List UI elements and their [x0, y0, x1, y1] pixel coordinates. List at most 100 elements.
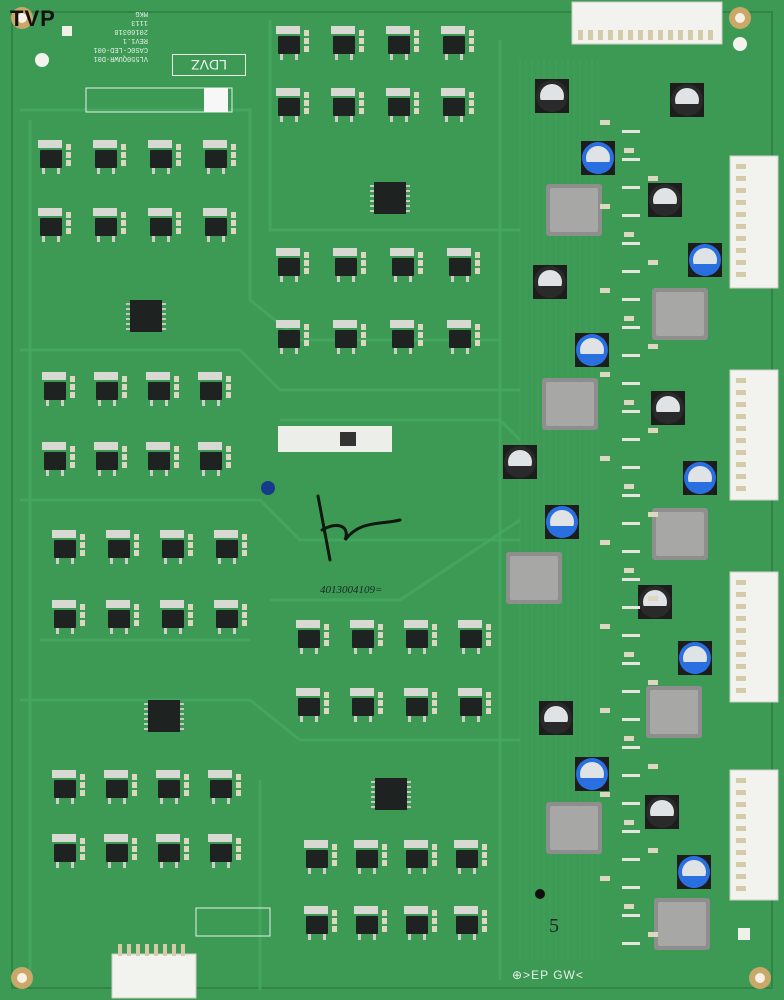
mosfet-tab: [404, 688, 428, 696]
smd-resistor: [304, 30, 309, 36]
ic-pin: [407, 781, 411, 783]
via-hole: [35, 53, 49, 67]
mosfet-tab: [106, 530, 130, 538]
mosfet-tab: [404, 620, 428, 628]
mosfet-tab: [146, 442, 170, 450]
mosfet-tab: [454, 906, 478, 914]
mosfet-tab: [304, 906, 328, 914]
mosfet-tab: [276, 248, 300, 256]
mosfet-pin: [179, 628, 182, 634]
connector-pin: [736, 236, 746, 241]
mosfet-transistor: [54, 540, 76, 558]
mosfet-transistor: [388, 36, 410, 54]
mounting-hole-center: [755, 973, 765, 983]
smd-resistor: [188, 542, 193, 548]
connector-pin: [736, 778, 746, 783]
smd-resistor: [600, 456, 610, 461]
mosfet-tab: [276, 320, 300, 328]
mosfet-transistor: [335, 258, 357, 276]
smd-resistor: [432, 640, 437, 646]
smd-resistor: [66, 160, 71, 166]
mosfet-pin: [233, 558, 236, 564]
smd-resistor: [418, 332, 423, 338]
smd-resistor: [132, 846, 137, 852]
ic-pin: [407, 801, 411, 803]
smd-resistor: [378, 700, 383, 706]
connector-pin: [736, 580, 746, 585]
mosfet-transistor: [40, 150, 62, 168]
smd-resistor: [414, 92, 419, 98]
smd-resistor: [432, 632, 437, 638]
inductor-top: [546, 382, 594, 426]
smd-capacitor: [622, 886, 640, 889]
ic-pin: [406, 190, 410, 192]
mosfet-pin: [110, 628, 113, 634]
smd-resistor: [70, 392, 75, 398]
ic-pin: [371, 806, 375, 808]
smd-resistor: [188, 620, 193, 626]
mosfet-tab: [104, 834, 128, 842]
inductor-top: [550, 188, 598, 232]
mosfet-pin: [227, 798, 230, 804]
mosfet-tab: [104, 770, 128, 778]
mosfet-transistor: [200, 382, 222, 400]
smd-resistor: [134, 620, 139, 626]
smd-resistor: [174, 376, 179, 382]
mosfet-pin: [352, 276, 355, 282]
smd-resistor: [242, 620, 247, 626]
mosfet-transistor: [406, 916, 428, 934]
mosfet-transistor: [150, 218, 172, 236]
smd-resistor: [482, 860, 487, 866]
smd-capacitor: [622, 550, 640, 553]
mosfet-tab: [52, 600, 76, 608]
mosfet-pin: [98, 400, 101, 406]
capacitor-polarity: [586, 162, 610, 174]
connector-pin: [172, 944, 176, 956]
smd-resistor: [236, 774, 241, 780]
smd-resistor: [648, 512, 658, 517]
mosfet-tab: [198, 372, 222, 380]
smd-resistor: [242, 604, 247, 610]
mosfet-tab: [198, 442, 222, 450]
side-connector: [729, 769, 779, 901]
mosfet-tab: [454, 840, 478, 848]
smd-capacitor: [622, 634, 640, 637]
ic-pin: [144, 728, 148, 730]
connector-pin: [668, 30, 673, 40]
smd-resistor: [188, 612, 193, 618]
smd-resistor: [359, 38, 364, 44]
mosfet-pin: [125, 558, 128, 564]
smd-resistor: [184, 838, 189, 844]
smd-resistor: [70, 376, 75, 382]
capacitor-polarity: [508, 466, 532, 478]
ic-pin: [370, 210, 374, 212]
mosfet-tab: [350, 620, 374, 628]
mosfet-tab: [106, 600, 130, 608]
smd-resistor: [414, 30, 419, 36]
mosfet-pin: [222, 168, 225, 174]
mosfet-pin: [71, 862, 74, 868]
connector-pin: [736, 474, 746, 479]
smd-resistor: [648, 932, 658, 937]
smd-resistor: [226, 462, 231, 468]
smd-resistor: [469, 46, 474, 52]
connector-pin: [688, 30, 693, 40]
connector-pin: [736, 414, 746, 419]
mosfet-pin: [207, 236, 210, 242]
smd-resistor: [600, 540, 610, 545]
mosfet-pin: [46, 470, 49, 476]
smd-resistor: [324, 640, 329, 646]
mosfet-tab: [404, 906, 428, 914]
mosfet-transistor: [95, 150, 117, 168]
mosfet-pin: [458, 868, 461, 874]
mosfet-pin: [358, 868, 361, 874]
mosfet-transistor: [443, 36, 465, 54]
inductor-top: [650, 690, 698, 734]
mosfet-pin: [423, 648, 426, 654]
silkscreen-box: [85, 87, 233, 113]
smd-resistor: [70, 384, 75, 390]
smd-resistor: [418, 268, 423, 274]
mosfet-transistor: [54, 780, 76, 798]
ic-pin: [180, 723, 184, 725]
smd-resistor: [378, 640, 383, 646]
